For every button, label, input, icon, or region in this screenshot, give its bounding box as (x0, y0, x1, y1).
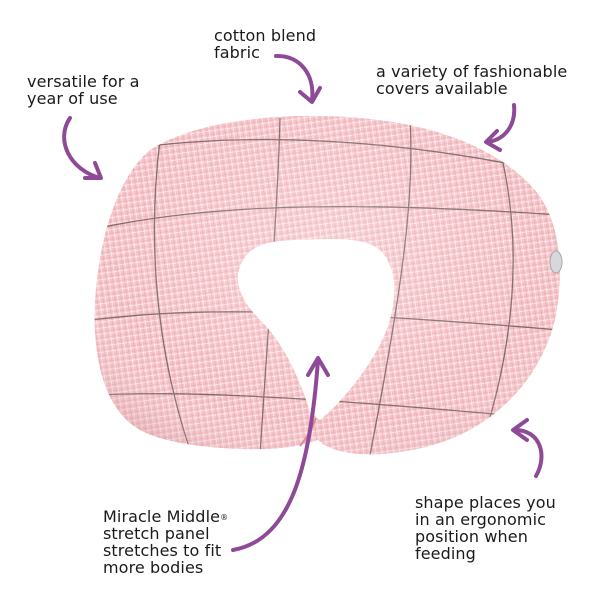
registered-mark: ® (220, 513, 229, 522)
curved-arrow-icon (62, 116, 103, 180)
curved-arrow-icon (231, 356, 330, 552)
callout-miracle-middle: Miracle Middle® stretch panel stretches … (103, 508, 228, 576)
curved-arrow-icon (511, 418, 544, 478)
callout-cotton-blend: cotton blend fabric (214, 26, 317, 62)
curved-arrow-icon (484, 103, 517, 152)
callout-ergonomic-shape: shape places you in an ergonomic positio… (415, 493, 556, 563)
curved-arrow-icon (274, 53, 322, 104)
zipper-pull-icon (549, 250, 563, 274)
miracle-middle-description: stretch panel stretches to fit more bodi… (103, 524, 222, 577)
callout-covers: a variety of fashionable covers availabl… (376, 62, 568, 98)
callout-versatile: versatile for a year of use (27, 72, 140, 108)
miracle-middle-name: Miracle Middle (103, 507, 221, 526)
